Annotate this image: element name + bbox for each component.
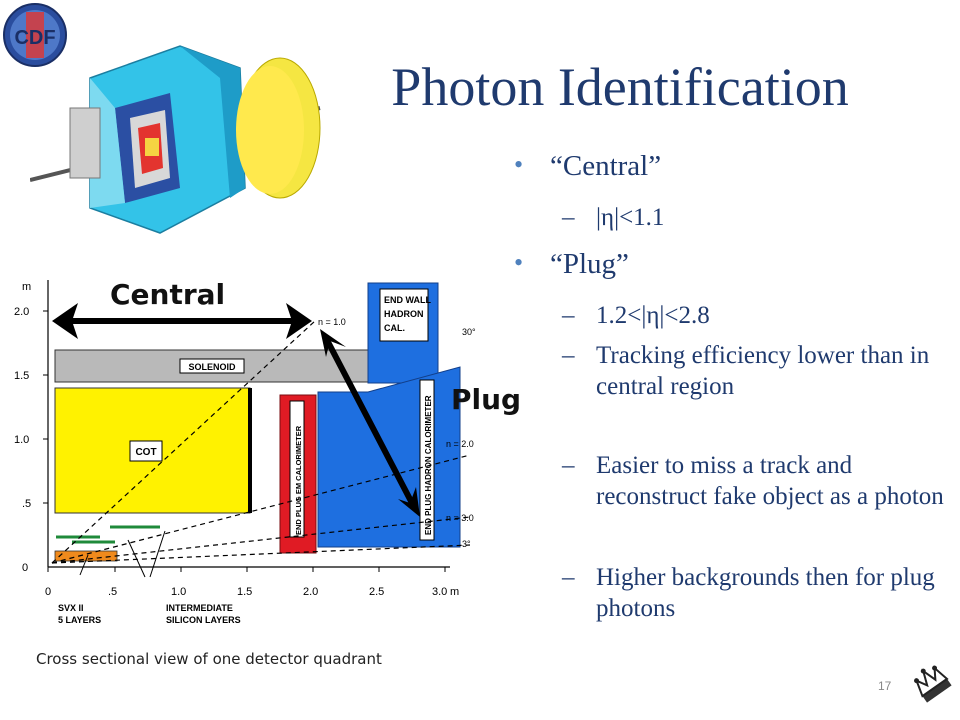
detector-cross-section-diagram: m 2.0 1.5 1.0 .5 0 0 .5 1.0 1.5 2.0 2.5 … [14,280,476,625]
x-tick: 2.0 [303,586,318,598]
end-wall-label: HADRON [384,309,424,319]
page-number: 17 [878,679,892,693]
eta-label: n = 1.0 [318,317,346,327]
x-tick: 2.5 [369,586,384,598]
y-tick: 1.0 [14,434,29,446]
x-tick: 3.0 [432,586,447,598]
isl-label: SILICON LAYERS [166,615,241,625]
y-tick: 2.0 [14,306,29,318]
svx-label: SVX II [58,603,84,613]
plug-em-label: END PLUG EM CALORIMETER [294,425,303,535]
y-tick: .5 [22,498,31,510]
crown-logo-icon [914,665,952,703]
central-arrow-label: Central [110,278,226,311]
y-axis-unit: m [22,281,31,293]
x-tick: .5 [108,586,117,598]
y-tick: 1.5 [14,370,29,382]
logo-text: CDF [14,27,55,49]
central-arrow-left-head [52,303,78,339]
plug-arrow-top-head [320,329,346,357]
x-tick: 1.5 [237,586,252,598]
isl-label: INTERMEDIATE [166,603,233,613]
bullet-dot-icon: • [514,248,524,277]
central-arrow-right-head [286,303,312,339]
x-tick: 0 [45,586,51,598]
end-wall-label: CAL. [384,323,405,333]
y-tick: 0 [22,562,28,574]
detector-3d-illustration [30,45,321,234]
plug-arrow-label: Plug [451,383,522,416]
eta-label: n = 3.0 [446,513,474,523]
bullet-dot-icon: • [514,150,524,179]
angle-label: 30° [462,327,476,337]
slide-title: Photon Identification [391,57,849,117]
x-tick: 1.0 [171,586,186,598]
solenoid-label: SOLENOID [188,362,236,372]
eta-label: n = 2.0 [446,439,474,449]
end-wall-label: END WALL [384,295,431,305]
svx-label: 5 LAYERS [58,615,101,625]
cdf-logo-icon: CDF [3,3,67,67]
diagram-caption: Cross sectional view of one detector qua… [36,650,382,668]
x-axis-unit: m [450,586,459,598]
plug-arrow-bottom-head [398,487,420,517]
angle-label: 3° [462,539,471,549]
cot-label: COT [135,447,156,458]
